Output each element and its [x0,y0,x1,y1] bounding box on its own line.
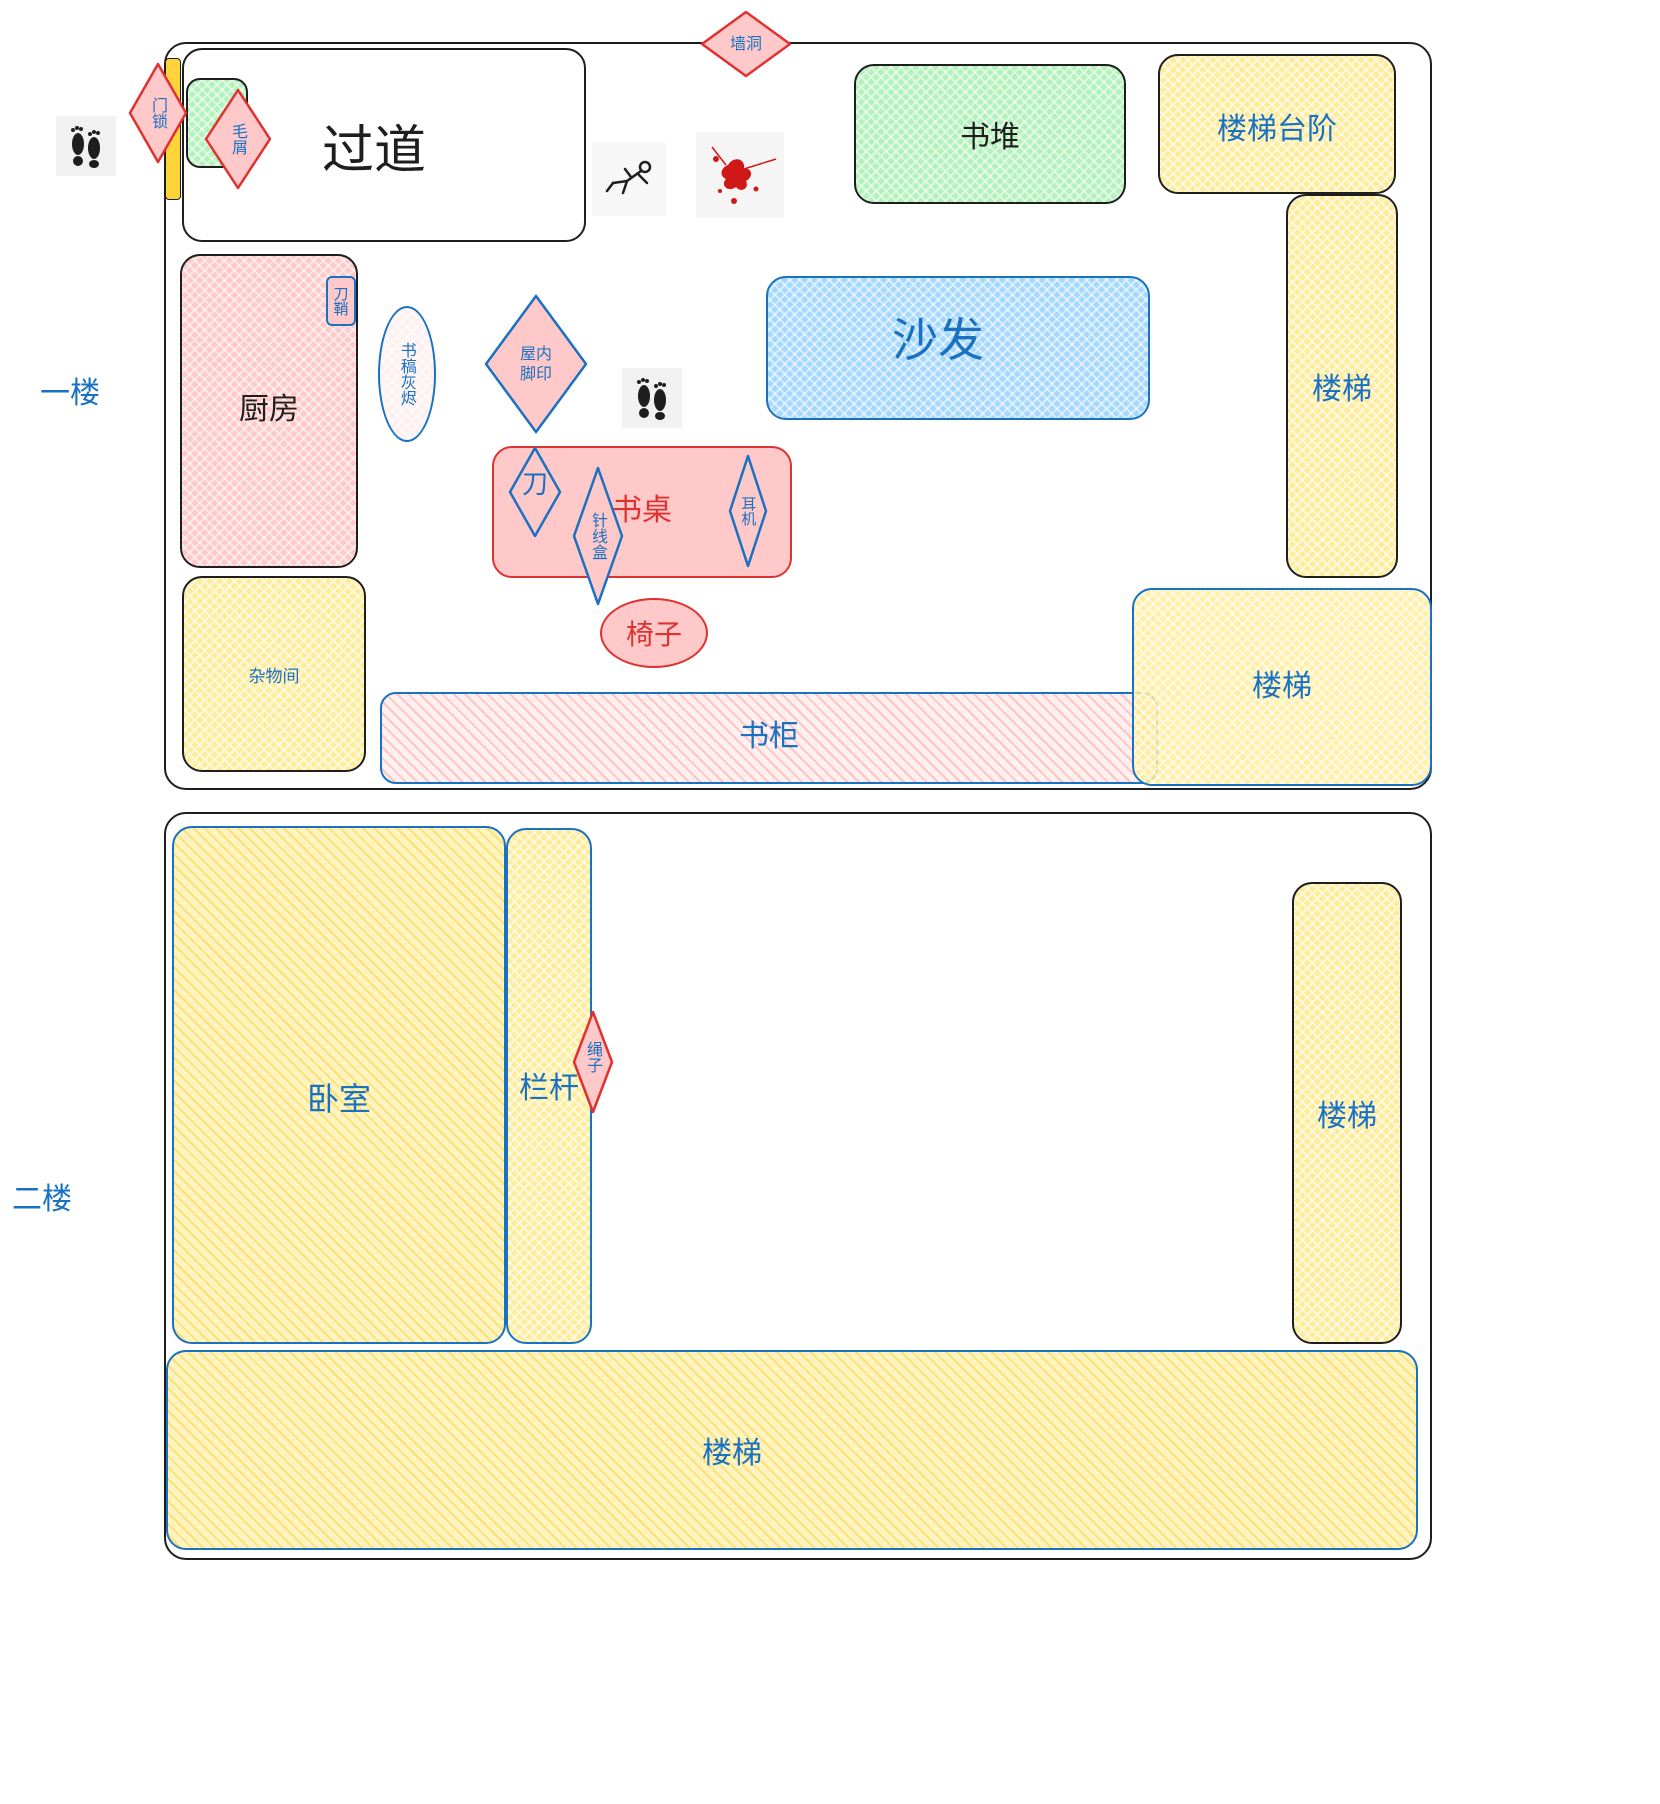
stairs-right-second: 楼梯 [1292,882,1402,1344]
storage-room: 杂物间 [182,576,366,772]
stairs-bottom-second-label: 楼梯 [702,1436,762,1471]
earphones-marker: 耳机 [728,454,768,568]
bookcase-label: 书柜 [739,719,799,754]
floor-label-second: 二楼 [12,1182,72,1217]
rope-label: 绳子 [584,1041,603,1073]
floor-label-first: 一楼 [40,376,100,411]
sofa-label: 沙发 [892,313,984,367]
railing-label: 栏杆 [519,1071,579,1106]
stairs-bottom-second: 楼梯 [166,1350,1418,1550]
sofa: 沙发 [766,276,1150,420]
bedroom-label: 卧室 [306,1080,371,1118]
rope-marker: 绳子 [572,1010,614,1114]
railing: 栏杆 [506,828,592,1344]
wall-hole-marker: 墙洞 [700,10,792,78]
fuzz-label: 毛屑 [229,123,248,155]
door-lock-marker: 门锁 [128,62,188,164]
storage-room-label: 杂物间 [248,666,300,687]
sewing-box-marker: 针线盒 [572,466,624,606]
book-pile-label: 书堆 [960,120,1020,155]
door-lock-label: 门锁 [149,97,168,129]
chair-label: 椅子 [625,618,682,651]
desk-label: 书桌 [612,493,672,528]
sewing-box-label: 针线盒 [589,512,608,560]
scabbard: 刀鞘 [326,276,356,326]
indoor-footprint-marker: 屋内脚印 [484,294,588,434]
footprints-icon [56,116,116,176]
stairs-right-first: 楼梯 [1286,194,1398,578]
blood-splatter-icon [696,132,784,218]
stairs-right-first-label: 楼梯 [1312,372,1372,407]
manuscript-ash-label: 书稿灰烬 [397,342,417,406]
knife-label: 刀 [521,469,548,500]
knife-marker: 刀 [508,446,562,538]
footprints-icon [622,368,682,428]
stairs-corner-first-label: 楼梯 [1252,669,1312,704]
kitchen-label: 厨房 [239,392,299,427]
manuscript-ash: 书稿灰烬 [378,306,436,442]
stair-steps: 楼梯台阶 [1158,54,1396,194]
stairs-corner-first: 楼梯 [1132,588,1432,786]
bedroom: 卧室 [172,826,506,1344]
wall-hole-label: 墙洞 [729,34,762,53]
fuzz-marker: 毛屑 [204,88,272,190]
scabbard-label: 刀鞘 [331,286,350,316]
stair-steps-label: 楼梯台阶 [1217,112,1337,147]
fallen-person-icon [592,142,666,216]
book-pile: 书堆 [854,64,1126,204]
indoor-footprint-label: 屋内脚印 [519,344,552,383]
chair: 椅子 [600,598,708,668]
stairs-right-second-label: 楼梯 [1317,1099,1377,1134]
corridor-label: 过道 [321,120,426,181]
bookcase: 书柜 [380,692,1158,784]
corridor: 过道 [182,48,586,242]
earphones-label: 耳机 [739,496,758,526]
